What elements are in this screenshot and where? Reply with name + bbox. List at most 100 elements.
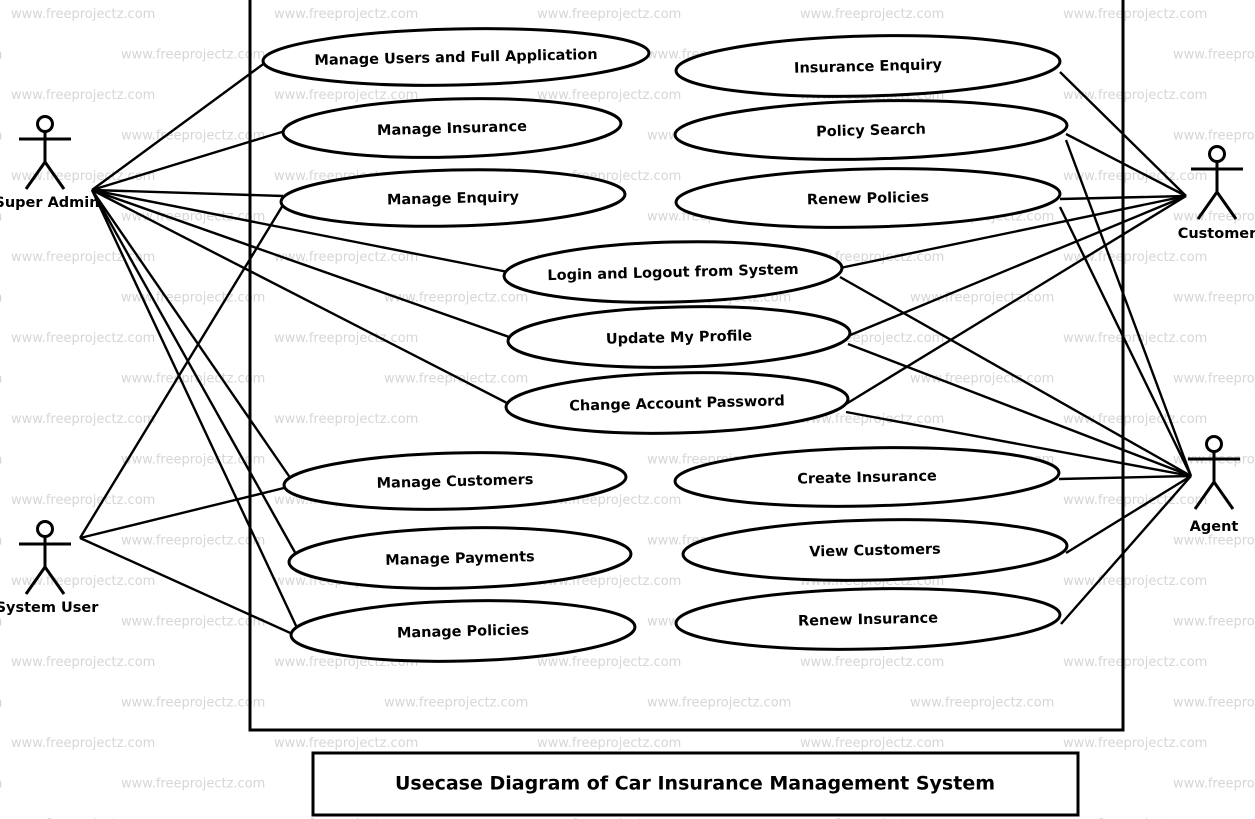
watermark-text: www.freeprojectz.com [1173,129,1255,144]
usecase-renew-policies[interactable]: Renew Policies [674,165,1062,232]
usecase-ellipse[interactable] [674,31,1062,100]
usecase-label: Manage Customers [376,472,533,492]
association-customer-to-login-and-logout-from-system [839,194,1187,270]
association-super-admin-to-update-my-profile [91,188,513,340]
association-super-admin-to-manage-payments [90,189,299,557]
usecase-ellipse[interactable] [281,94,623,161]
association-agent-to-policy-search [1064,139,1193,477]
watermark-text: www.freeprojectz.com [121,696,265,711]
actor-head-icon [1205,435,1223,453]
watermark-text: www.freeprojectz.com [1173,210,1255,225]
watermark-text: www.freeprojectz.com [384,372,528,387]
watermark-text: www.freeprojectz.com [121,534,265,549]
watermark-text: www.freeprojectz.com [274,7,418,22]
usecase-ellipse[interactable] [506,303,852,371]
watermark-text: www.freeprojectz.com [537,88,681,103]
watermark-text: www.freeprojectz.com [800,7,944,22]
actor-head-icon [1208,145,1226,163]
watermark-text: www.freeprojectz.com [274,412,418,427]
usecase-manage-enquiry[interactable]: Manage Enquiry [279,166,627,230]
watermark-text: www.freeprojectz.com [0,615,2,630]
usecase-renew-insurance[interactable]: Renew Insurance [674,585,1062,654]
watermark-text: www.freeprojectz.com [1173,777,1255,792]
title-box-rect [311,751,1080,817]
usecase-ellipse[interactable] [673,96,1069,164]
usecase-ellipse[interactable] [502,238,844,306]
usecase-change-account-password[interactable]: Change Account Password [504,369,850,437]
actor-label: Customer [1178,226,1255,242]
actor-system-user[interactable]: System User [0,520,99,617]
usecase-label: Manage Insurance [377,119,527,139]
usecase-label: Manage Policies [397,622,530,641]
watermark-text: www.freeprojectz.com [537,817,681,819]
watermark-text: www.freeprojectz.com [1063,817,1207,819]
usecase-label: Manage Enquiry [387,189,520,208]
usecase-label: Renew Insurance [798,610,938,629]
association-super-admin-to-manage-customers [91,189,292,480]
diagram-title-text: Usecase Diagram of Car Insurance Managem… [395,773,995,795]
watermark-text: www.freeprojectz.com [0,777,2,792]
usecase-ellipse[interactable] [673,444,1061,511]
usecase-ellipse[interactable] [261,25,651,89]
usecase-ellipse[interactable] [282,449,628,513]
watermark-text: www.freeprojectz.com [0,129,2,144]
association-super-admin-to-manage-enquiry [91,188,284,198]
usecase-ellipse[interactable] [279,166,627,230]
usecase-label: Login and Logout from System [547,262,799,284]
usecase-policy-search[interactable]: Policy Search [673,96,1069,164]
usecase-manage-policies[interactable]: Manage Policies [289,597,637,665]
usecase-ellipse[interactable] [681,516,1069,585]
watermark-text: www.freeprojectz.com [11,169,155,184]
watermark-text: www.freeprojectz.com [910,291,1054,306]
usecase-label: Renew Policies [807,190,930,209]
watermark-text: www.freeprojectz.com [1173,48,1255,63]
watermark-text: www.freeprojectz.com [910,696,1054,711]
usecase-label: Manage Users and Full Application [314,47,597,69]
usecase-label: View Customers [809,542,941,561]
watermark-text: www.freeprojectz.com [1063,331,1207,346]
usecase-login-and-logout-from-system[interactable]: Login and Logout from System [502,238,844,306]
association-lines-layer [78,61,1193,638]
actor-customer[interactable]: Customer [1178,145,1255,243]
watermark-text: www.freeprojectz.com [121,48,265,63]
watermark-text: www.freeprojectz.com [0,291,2,306]
watermark-text: www.freeprojectz.com [274,250,418,265]
usecase-update-my-profile[interactable]: Update My Profile [506,303,852,371]
association-super-admin-to-manage-policies [90,189,300,631]
usecase-manage-payments[interactable]: Manage Payments [287,524,633,592]
watermark-text: www.freeprojectz.com [11,412,155,427]
watermark-text: www.freeprojectz.com [11,817,155,819]
association-system-user-to-manage-enquiry [78,204,285,539]
watermark-text: www.freeprojectz.com [0,453,2,468]
association-system-user-to-manage-customers [79,485,289,540]
watermark-text: www.freeprojectz.com [121,777,265,792]
usecase-ellipse[interactable] [674,165,1062,232]
usecase-manage-customers[interactable]: Manage Customers [282,449,628,513]
watermark-text: www.freeprojectz.com [384,696,528,711]
usecase-create-insurance[interactable]: Create Insurance [673,444,1061,511]
watermark-text: www.freeprojectz.com [121,453,265,468]
usecase-ellipse[interactable] [289,597,637,665]
watermark-text: www.freeprojectz.com [11,331,155,346]
usecase-view-customers[interactable]: View Customers [681,516,1069,585]
association-agent-to-change-account-password [845,410,1192,478]
watermark-text: www.freeprojectz.com [1063,169,1207,184]
usecase-insurance-enquiry[interactable]: Insurance Enquiry [674,31,1062,100]
usecase-ellipse[interactable] [287,524,633,592]
actor-agent[interactable]: Agent [1188,435,1240,536]
watermark-text: www.freeprojectz.com [800,736,944,751]
watermark-text: www.freeprojectz.com [121,129,265,144]
actor-super-admin[interactable]: Super Admin [0,115,100,212]
usecase-manage-insurance[interactable]: Manage Insurance [281,94,623,161]
watermark-text: www.freeprojectz.com [800,655,944,670]
watermark-text: www.freeprojectz.com [1173,696,1255,711]
usecase-manage-users-full-application[interactable]: Manage Users and Full Application [261,25,651,89]
actor-leg-right [43,161,66,190]
usecase-ellipse[interactable] [674,585,1062,654]
watermark-text: www.freeprojectz.com [1173,372,1255,387]
watermark-text: www.freeprojectz.com [121,372,265,387]
usecase-ellipse[interactable] [504,369,850,437]
association-agent-to-login-and-logout-from-system [839,275,1192,478]
usecase-label: Update My Profile [606,328,753,348]
